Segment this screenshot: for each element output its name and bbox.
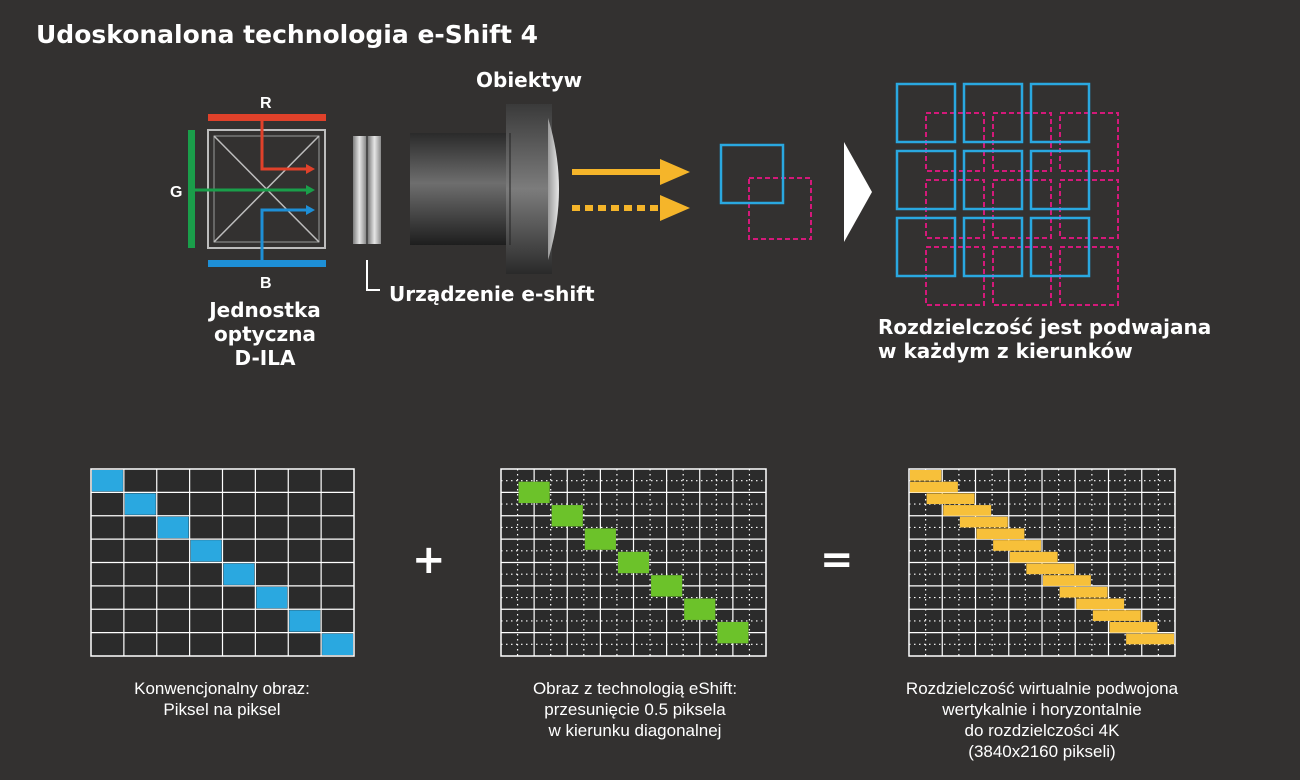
resolution-line: w każdym z kierunków	[878, 339, 1133, 363]
eshift-plate-icon	[353, 136, 381, 244]
caption-line: przesunięcie 0.5 piksela	[544, 700, 726, 719]
virtual-pixel	[1092, 610, 1141, 621]
pixel-square	[962, 82, 1024, 144]
plus-operator: +	[412, 537, 446, 583]
pixel-square	[895, 82, 957, 144]
pixel-square	[1029, 216, 1091, 278]
optical-unit-line: D-ILA	[234, 346, 296, 370]
caption-line: Piksel na piksel	[163, 700, 281, 719]
caption-line: do rozdzielczości 4K	[964, 721, 1120, 740]
lens-label: Obiektyw	[476, 68, 583, 92]
pixel-square	[1029, 82, 1091, 144]
chevron-right-icon	[844, 142, 872, 242]
conventional-pixel-grid	[90, 468, 355, 657]
pixel-square	[962, 216, 1024, 278]
virtual-4k-pixel-grid	[908, 468, 1176, 657]
virtual-pixel	[1126, 633, 1174, 645]
shifted-pixel	[518, 481, 550, 504]
shifted-pixel	[684, 598, 716, 620]
optical-unit-line: Jednostka	[209, 298, 321, 322]
single-pixel-shift	[719, 143, 812, 240]
virtual-pixel	[1026, 563, 1075, 575]
virtual-pixel	[1109, 621, 1158, 633]
virtual-pixel	[910, 470, 942, 481]
shifted-pixel	[551, 505, 583, 527]
caption-line: w kierunku diagonalnej	[548, 721, 722, 740]
caption-line: wertykalnie i horyzontalnie	[942, 700, 1142, 719]
prism-letter-b: B	[260, 275, 272, 292]
optical-unit-line: optyczna	[214, 322, 316, 346]
shifted-pixel	[651, 575, 683, 597]
pixel-square	[1029, 149, 1091, 211]
optical-unit-label: Jednostka optyczna D-ILA	[190, 298, 340, 370]
caption-line: Rozdzielczość wirtualnie podwojona	[905, 679, 1179, 698]
virtual-pixel	[1059, 586, 1108, 598]
virtual-pixel	[959, 516, 1008, 528]
caption-line: Obraz z technologią eShift:	[532, 679, 738, 698]
caption-line: Konwencjonalny obraz:	[134, 679, 310, 698]
eshift-pixel-grid	[500, 468, 767, 657]
pixel-square	[962, 149, 1024, 211]
resolution-pixel-grid	[895, 82, 1119, 306]
prism-letter-r: R	[260, 95, 272, 112]
virtual-pixel	[993, 540, 1041, 551]
virtual-pixel	[976, 528, 1025, 540]
shifted-pixel	[617, 551, 650, 574]
virtual-pixel	[1076, 598, 1125, 610]
lens-icon	[410, 104, 559, 274]
lit-pixel	[223, 563, 255, 585]
lit-pixel	[92, 470, 123, 492]
virtual-pixel	[910, 481, 958, 493]
virtual-pixel	[943, 505, 992, 516]
prism-icon	[188, 114, 326, 267]
equals-operator: =	[820, 537, 854, 583]
shifted-pixel	[717, 621, 749, 644]
arrow-right-icon	[572, 159, 690, 221]
resolution-line: Rozdzielczość jest podwajana	[878, 315, 1212, 339]
lit-pixel	[289, 610, 321, 632]
lit-pixel	[190, 540, 222, 562]
lit-pixel	[124, 493, 156, 515]
virtual-pixel	[1009, 551, 1058, 563]
virtual-pixel	[1043, 575, 1091, 586]
caption-line: (3840x2160 pikseli)	[968, 742, 1116, 761]
eshift-caption: Obraz z technologią eShift: przesunięcie…	[455, 678, 815, 741]
shifted-pixel	[584, 528, 616, 550]
resolution-doubled-label: Rozdzielczość jest podwajana w każdym z …	[878, 315, 1211, 363]
lit-pixel	[256, 586, 288, 609]
virtual-4k-caption: Rozdzielczość wirtualnie podwojona werty…	[842, 678, 1242, 762]
conventional-caption: Konwencjonalny obraz: Piksel na piksel	[62, 678, 382, 720]
lit-pixel	[157, 516, 189, 539]
pixel-square	[895, 149, 957, 211]
eshift-pointer-line	[366, 260, 380, 291]
page-title: Udoskonalona technologia e-Shift 4	[36, 20, 539, 49]
virtual-pixel	[926, 493, 975, 505]
prism-letter-g: G	[170, 184, 182, 201]
lit-pixel	[322, 633, 353, 655]
pixel-square	[895, 216, 957, 278]
eshift-device-label: Urządzenie e-shift	[389, 282, 595, 306]
